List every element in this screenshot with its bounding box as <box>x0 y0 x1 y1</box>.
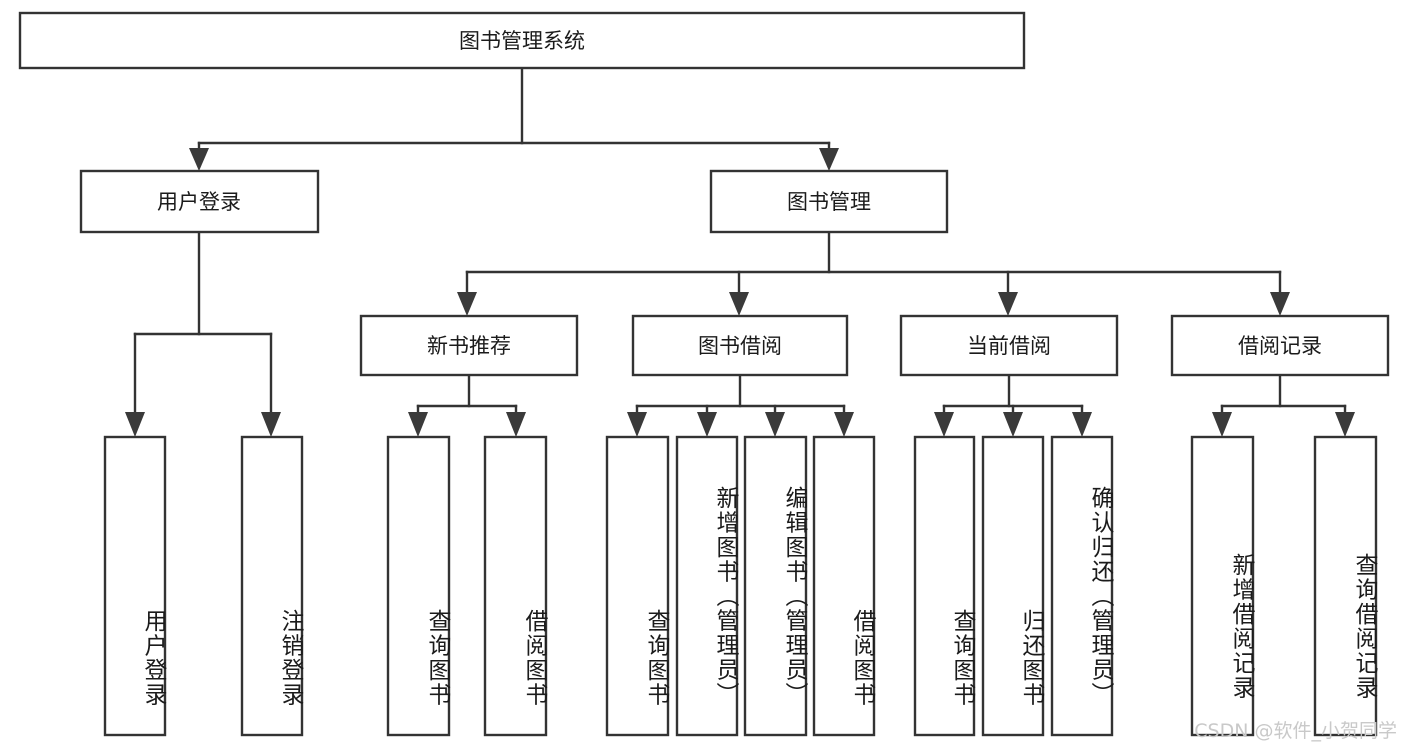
node-book-management[interactable] <box>709 169 949 234</box>
node-leaf-current-return-book[interactable] <box>981 435 1045 737</box>
node-leaf-borrow-lend-book[interactable] <box>812 435 876 737</box>
node-borrow-record[interactable] <box>1170 314 1390 377</box>
arrow-to-leaf-borrow-edit <box>765 412 785 437</box>
arrow-to-leaf-borrow-add <box>697 412 717 437</box>
node-leaf-borrow-query-book[interactable] <box>605 435 670 737</box>
arrow-to-user-login <box>189 148 209 171</box>
node-leaf-borrow-add-book[interactable] <box>675 435 739 737</box>
arrow-to-leaf-newbook-query <box>408 412 428 437</box>
arrow-to-newbook <box>457 292 477 316</box>
node-leaf-logout[interactable] <box>240 435 304 737</box>
node-new-book-recommend[interactable] <box>359 314 579 377</box>
arrow-to-leaf-newbook-borrow <box>506 412 526 437</box>
arrowheads-layer <box>125 148 1355 437</box>
node-leaf-current-query-book[interactable] <box>913 435 976 737</box>
arrow-to-current <box>998 292 1018 316</box>
node-root-label: 图书管理系统 <box>459 29 585 53</box>
node-leaf-borrow-edit-book[interactable] <box>743 435 808 737</box>
nodes-layer: 图书管理系统 用户登录 图书管理 新书推荐 图书借阅 当前借阅 借阅记录 <box>18 11 1390 737</box>
node-user-login[interactable] <box>79 169 320 234</box>
arrow-to-leaf-record-query <box>1335 412 1355 437</box>
csdn-watermark: CSDN @软件_小贺同学 <box>1194 720 1397 742</box>
arrow-to-leaf-borrow-query <box>627 412 647 437</box>
node-borrow-record-label: 借阅记录 <box>1238 334 1322 358</box>
node-leaf-newbook-query-book[interactable] <box>386 435 451 737</box>
arrow-to-leaf-borrow-lend <box>834 412 854 437</box>
node-current-borrow[interactable] <box>899 314 1119 377</box>
node-current-borrow-label: 当前借阅 <box>967 334 1051 358</box>
arrow-to-leaf-current-query <box>934 412 954 437</box>
node-book-borrow[interactable] <box>631 314 849 377</box>
node-user-login-label: 用户登录 <box>157 190 241 214</box>
arrow-to-leaf-current-return <box>1003 412 1023 437</box>
node-leaf-record-add[interactable] <box>1190 435 1255 737</box>
node-new-book-recommend-label: 新书推荐 <box>427 334 511 358</box>
node-leaf-current-confirm-return[interactable] <box>1050 435 1114 737</box>
arrow-to-leaf-logout <box>261 412 281 437</box>
arrow-to-leaf-record-add <box>1212 412 1232 437</box>
node-leaf-record-query[interactable] <box>1313 435 1378 737</box>
node-book-borrow-label: 图书借阅 <box>698 334 782 358</box>
arrow-to-leaf-current-confirm <box>1072 412 1092 437</box>
node-leaf-user-login[interactable] <box>103 435 167 737</box>
arrow-to-book-mgmt <box>819 148 839 171</box>
node-root-book-management-system[interactable] <box>18 11 1026 70</box>
node-leaf-newbook-borrow-book[interactable] <box>483 435 548 737</box>
node-book-management-label: 图书管理 <box>787 190 871 214</box>
arrow-to-borrow <box>729 292 749 316</box>
arrow-to-record <box>1270 292 1290 316</box>
arrow-to-leaf-user-login <box>125 412 145 437</box>
